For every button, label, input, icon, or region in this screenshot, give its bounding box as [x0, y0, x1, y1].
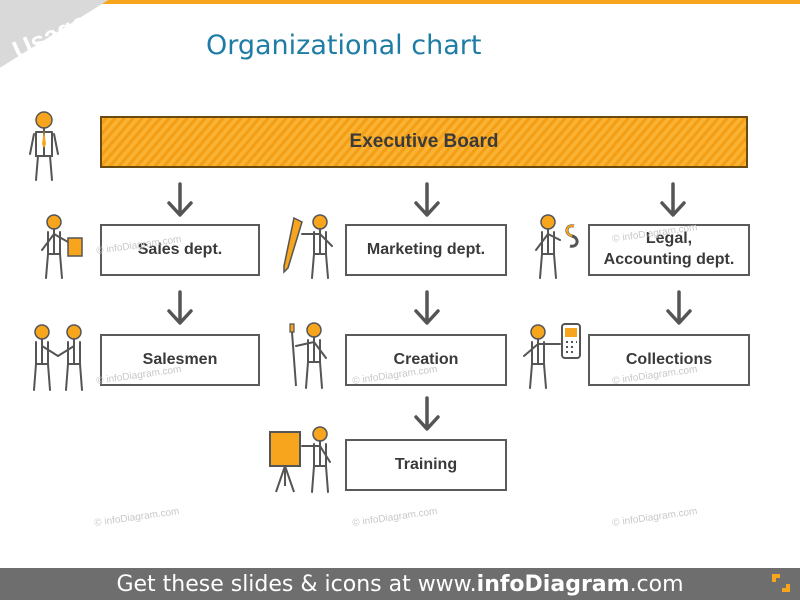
- person-with-brush-icon: [289, 322, 327, 389]
- watermark: © infoDiagram.com: [351, 506, 439, 529]
- arrow-down-icon: [167, 182, 193, 217]
- executive-board-label: Executive Board: [349, 131, 499, 152]
- footer-banner: Get these slides & icons at www.infoDiag…: [0, 568, 800, 600]
- watermark: © infoDiagram.com: [93, 506, 181, 529]
- footer-suffix: .com: [629, 571, 684, 597]
- watermark: © infoDiagram.com: [611, 506, 699, 529]
- executive-person-icon: [29, 111, 59, 181]
- executive-board-box: Executive Board: [100, 116, 748, 168]
- person-with-pencil-icon: [283, 214, 333, 279]
- person-with-folder-icon: [41, 214, 83, 279]
- arrow-down-icon: [414, 182, 440, 217]
- arrow-down-icon: [167, 290, 193, 325]
- sales-dept-box: Sales dept.: [100, 224, 260, 276]
- training-box: Training: [345, 439, 507, 491]
- arrow-down-icon: [414, 396, 440, 431]
- salesmen-box: Salesmen: [100, 334, 260, 386]
- handshake-people-icon: [33, 324, 83, 391]
- person-with-paragraph-icon: [535, 214, 579, 279]
- person-with-phone-icon: [523, 323, 581, 389]
- infodiagram-logo-icon: [772, 574, 790, 592]
- creation-box: Creation: [345, 334, 507, 386]
- scribble-fill: [102, 118, 746, 166]
- top-accent-bar: [0, 0, 800, 4]
- arrow-down-icon: [666, 290, 692, 325]
- person-at-flipchart-icon: [269, 426, 331, 493]
- collections-box: Collections: [588, 334, 750, 386]
- page-title: Organizational chart: [206, 30, 482, 61]
- marketing-dept-box: Marketing dept.: [345, 224, 507, 276]
- legal-accounting-dept-box: Legal, Accounting dept.: [588, 224, 750, 276]
- arrow-down-icon: [414, 290, 440, 325]
- footer-brand: infoDiagram: [476, 571, 630, 597]
- arrow-down-icon: [660, 182, 686, 217]
- footer-prefix: Get these slides & icons at www.: [116, 571, 477, 597]
